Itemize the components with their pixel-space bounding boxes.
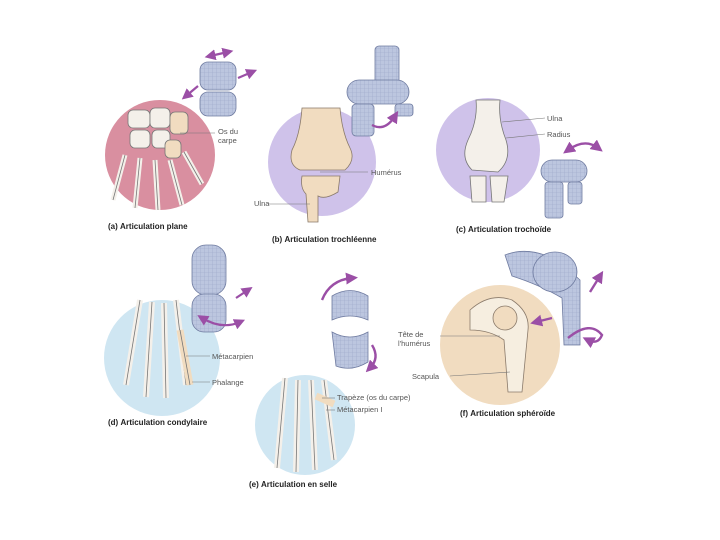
panel-a-arrow-left — [181, 85, 199, 100]
caption-d-letter: (d) — [108, 418, 119, 427]
panel-a-block-model — [199, 61, 237, 117]
panel-d-ellipsoid-model — [191, 244, 227, 333]
panel-e-arrow-side — [365, 344, 379, 373]
label-radius: Radius — [547, 130, 571, 139]
caption-a-text: Articulation plane — [120, 222, 188, 231]
caption-b-letter: (b) — [272, 235, 283, 244]
panel-d-condyloid-joint — [104, 244, 253, 416]
panel-e-hand-bones — [274, 377, 337, 473]
panel-b-cylinder-model — [346, 45, 414, 137]
panel-a-plane-joint — [105, 47, 258, 211]
caption-e-text: Articulation en selle — [261, 480, 338, 489]
label-metacarpal: Métacarpien — [212, 352, 254, 361]
label-ulna-b: Ulna — [254, 199, 270, 208]
caption-a-letter: (a) — [108, 222, 118, 231]
label-phalanx: Phalange — [212, 378, 244, 387]
panel-a-arrow-top — [204, 47, 234, 61]
panel-e-background-circle — [255, 375, 355, 475]
panel-f-arrow-top — [588, 270, 604, 293]
label-ulna-c: Ulna — [547, 114, 563, 123]
panel-f-leader-scapula — [449, 371, 511, 377]
label-humeral-head: Tête de l'humérus — [398, 330, 431, 348]
caption-e-letter: (e) — [249, 480, 259, 489]
label-humerus: Humérus — [371, 168, 402, 177]
label-metacarpal-i: Métacarpien I — [337, 405, 383, 414]
caption-b-text: Articulation trochléenne — [284, 235, 377, 244]
panel-f-arrow-rotate — [567, 327, 604, 349]
panel-e-arrow-top — [320, 272, 358, 301]
panel-d-arrow-lower — [197, 315, 246, 330]
panel-d-arrow-upper — [235, 286, 253, 299]
caption-d-text: Articulation condylaire — [120, 418, 208, 427]
panel-c-leader-ulna — [501, 117, 546, 123]
caption-b: (b) Articulation trochléenne — [272, 235, 376, 244]
panel-f-shoulder-bones — [469, 297, 529, 393]
panel-c-forearm-bones — [464, 99, 509, 203]
panel-c-rotation-arrow — [563, 139, 603, 154]
panel-c-pivot-model — [540, 159, 588, 219]
panel-b-rotation-arrow — [371, 110, 399, 129]
caption-f: (f) Articulation sphéroïde — [460, 409, 555, 418]
caption-e: (e) Articulation en selle — [249, 480, 337, 489]
panel-a-arrow-right — [237, 69, 258, 80]
caption-d: (d) Articulation condylaire — [108, 418, 207, 427]
panel-f-ball-socket-joint — [440, 250, 604, 405]
label-scapula: Scapula — [412, 372, 440, 381]
panel-b-hinge-joint — [268, 45, 414, 223]
panel-f-ball-model — [504, 250, 581, 346]
panel-c-pivot-joint — [436, 98, 603, 219]
panel-b-elbow-bones — [290, 107, 353, 223]
panel-f-arrow-left — [530, 314, 553, 327]
panel-d-hand-bones — [123, 299, 194, 399]
caption-c-text: Articulation trochoïde — [468, 225, 552, 234]
panel-c-leader-radius — [505, 133, 546, 139]
caption-c: (c) Articulation trochoïde — [456, 225, 551, 234]
caption-a: (a) Articulation plane — [108, 222, 188, 231]
panel-e-saddle-model — [331, 290, 369, 369]
caption-f-letter: (f) — [460, 409, 468, 418]
caption-f-text: Articulation sphéroïde — [470, 409, 556, 418]
caption-c-letter: (c) — [456, 225, 466, 234]
label-trapezium: Trapèze (os du carpe) — [337, 393, 411, 402]
label-carpal-bones: Os du carpe — [218, 127, 239, 145]
panel-e-saddle-joint — [255, 272, 379, 475]
panel-a-hand-bones — [110, 107, 205, 211]
